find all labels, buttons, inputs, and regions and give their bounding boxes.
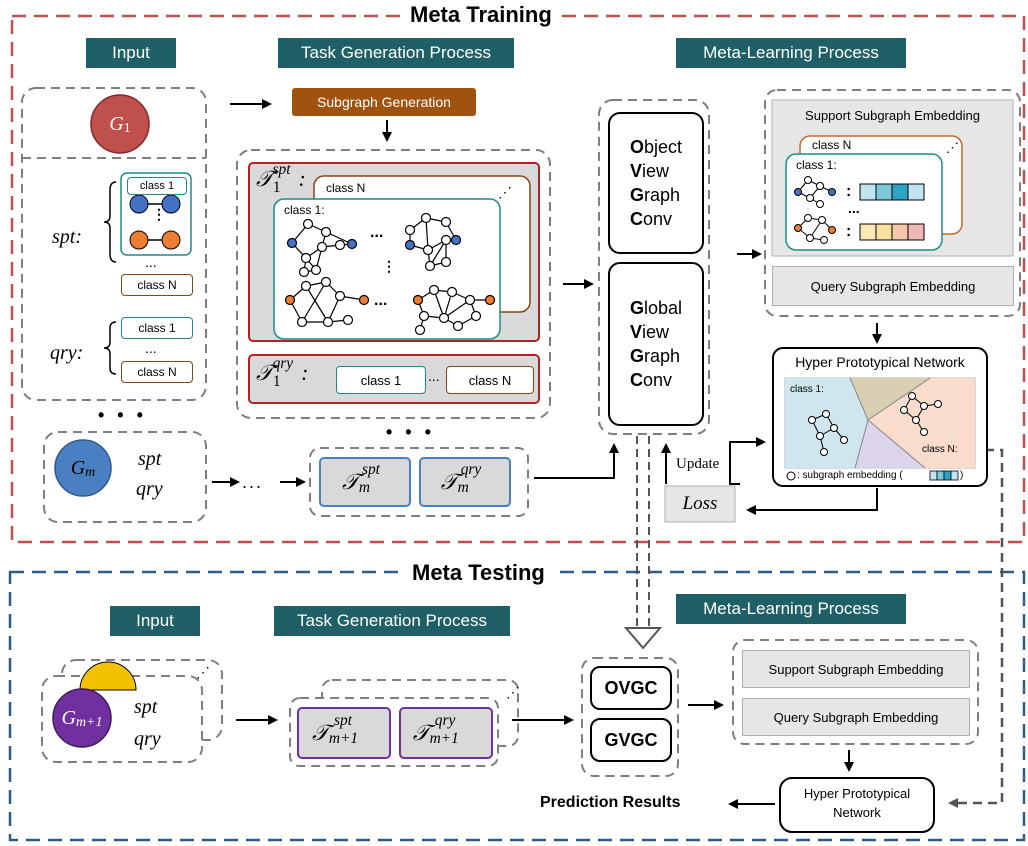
task1-class-n-label: class N [326, 181, 366, 195]
qry-ellipsis: ... [145, 340, 157, 356]
qry-class-1-tag: class 1 [121, 317, 193, 339]
global-view-graph-conv: Global View Graph Conv [608, 262, 704, 426]
support-class-n-label: class N [812, 138, 852, 152]
testing-embedding-panel [732, 639, 979, 745]
query-embedding-bar: Query Subgraph Embedding [772, 266, 1014, 306]
testing-query-embedding: Query Subgraph Embedding [742, 698, 970, 736]
testing-meta-learning-header: Meta-Learning Process [676, 594, 906, 624]
gm-qry-label: qry [136, 478, 163, 500]
spt-vdots: ⋮ [152, 206, 166, 222]
testing-task-back-ellipsis: ⋰ [506, 684, 520, 700]
testing-qry-label: qry [134, 728, 161, 750]
testing-task-spt-box [297, 707, 391, 759]
graph-gm1-node [52, 688, 112, 748]
task1-spt-label: 𝒯1spt: [256, 161, 306, 196]
testing-hyper-network-label: Hyper Prototypical Network [803, 786, 911, 820]
meta-training-title: Meta Training [402, 2, 560, 28]
prediction-results-label: Prediction Results [540, 794, 681, 811]
training-input-dots: • • • [98, 405, 147, 425]
subgraph-generation-label: Subgraph Generation [292, 88, 476, 116]
legend-close: ) [960, 470, 964, 481]
support-back-ellipsis: ⋰ [946, 140, 959, 155]
testing-task-qry-box [399, 707, 493, 759]
loss-box [664, 485, 736, 523]
support-ellipsis: ... [848, 200, 860, 216]
testing-input-header: Input [110, 606, 200, 636]
testing-task-gen-header: Task Generation Process [274, 606, 510, 636]
support-embedding-vector-blue [859, 183, 925, 201]
legend-text: : subgraph embedding ( [797, 470, 903, 481]
spt-label: spt: [52, 226, 83, 248]
embedding-panel [764, 89, 1021, 317]
training-gm-panel [43, 431, 207, 523]
subgraph-sample-3 [284, 276, 370, 328]
training-meta-learning-header: Meta-Learning Process [676, 38, 906, 68]
training-input-header: Input [86, 38, 176, 68]
subgraph-sample-4 [412, 284, 496, 336]
svg-text::: : [846, 183, 851, 200]
task1-row2-ellipsis: ... [374, 292, 388, 309]
spt-class-n-tag: class N [121, 274, 193, 296]
task1-class-1-label: class 1: [284, 203, 325, 217]
region-class-1-label: class 1: [790, 384, 824, 395]
task-m-panel [309, 447, 529, 517]
support-embedding-title: Support Subgraph Embedding [805, 108, 980, 123]
gvgc-box: GVGC [590, 718, 672, 762]
subgraph-sample-2 [404, 212, 462, 272]
qry-class-n-tag: class N [121, 361, 193, 383]
support-embedding-vector-orange [859, 223, 925, 241]
graph-g1-node [90, 94, 150, 154]
task1-back-ellipsis: ⋰ [498, 184, 512, 200]
object-view-graph-conv: Object View Graph Conv [608, 112, 704, 254]
hyper-network-title: Hyper Prototypical Network [795, 354, 965, 370]
testing-input-back-ellipsis: ⋰ [196, 664, 210, 680]
spt-ellipsis: ... [145, 254, 157, 270]
conv-panel [598, 99, 710, 435]
meta-testing-title: Meta Testing [404, 560, 553, 586]
testing-spt-label: spt [134, 696, 158, 718]
task-gen-panel [236, 149, 551, 419]
task-m-qry-box [419, 457, 511, 507]
prototype-regions [784, 377, 976, 469]
spt-class-1-tag: class 1 [127, 177, 187, 195]
testing-conv-panel [581, 657, 679, 777]
training-task-gen-header: Task Generation Process [278, 38, 514, 68]
update-label: Update [676, 456, 720, 472]
gm-spt-label: spt [138, 448, 162, 470]
task1-vdots: ⋮ [382, 258, 396, 274]
subgraph-sample-1 [286, 218, 358, 278]
loss-label: Loss [682, 493, 718, 514]
gm-arrow-ellipsis: ... [242, 472, 264, 492]
support-class-1-label: class 1: [796, 158, 837, 172]
task1-qry-ellipsis: ... [428, 368, 440, 384]
svg-text::: : [846, 223, 851, 240]
testing-support-embedding: Support Subgraph Embedding [742, 650, 970, 688]
task1-qry-class-1: class 1 [336, 366, 426, 394]
training-input-panel [21, 87, 207, 401]
ovgc-box: OVGC [590, 666, 672, 710]
testing-hyper-network-box [779, 777, 935, 833]
task1-qry-class-n: class N [446, 366, 534, 394]
task1-row1-ellipsis: ... [370, 224, 384, 241]
task-gen-dots: • • • [386, 422, 435, 442]
region-class-n-label: class N: [922, 444, 958, 455]
graph-gm-node [54, 439, 112, 497]
task1-qry-label: 𝒯1qry: [256, 355, 309, 390]
task-m-spt-box [319, 457, 411, 507]
qry-label: qry: [50, 342, 84, 364]
